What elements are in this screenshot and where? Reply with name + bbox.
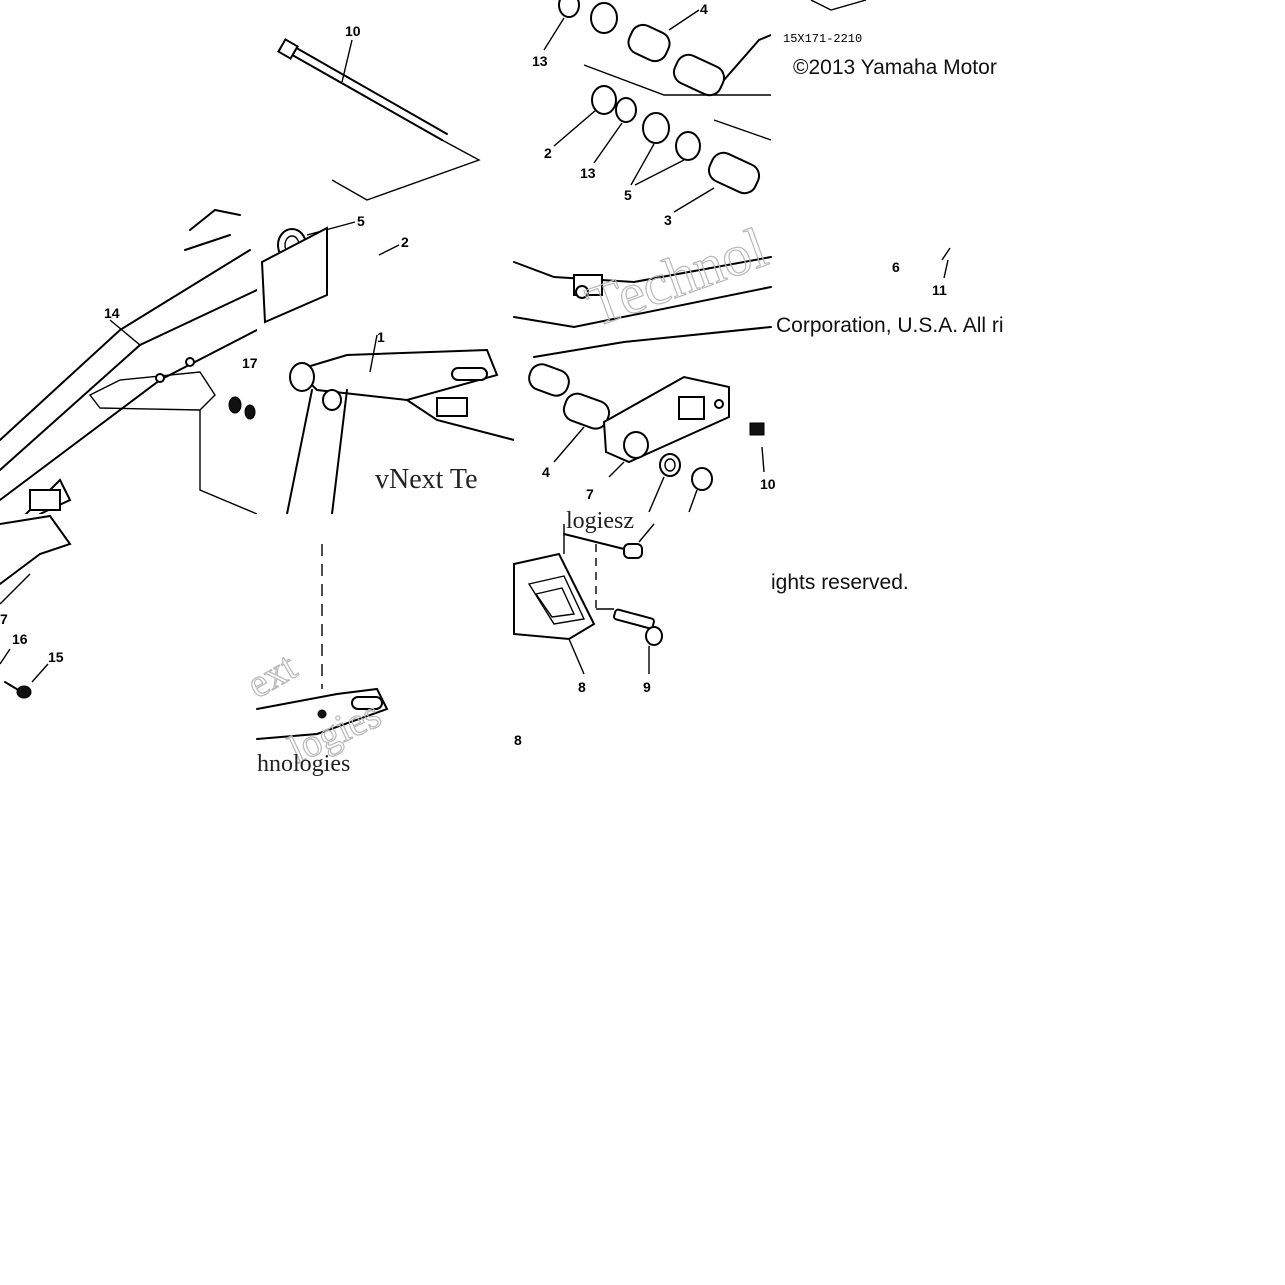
callout-4a: 4 — [700, 1, 708, 17]
callout-3: 3 — [664, 212, 672, 228]
chain-slider-drawing: logiesz 8 9 8 — [513, 508, 663, 748]
watermark-text-6: hnologies — [257, 751, 350, 777]
link-arm-drawing: 4 7 10 Technol — [513, 214, 776, 513]
callout-10: 10 — [345, 23, 361, 39]
watermark-text-1: vNext Te — [375, 464, 478, 495]
callout-2: 2 — [401, 234, 409, 250]
callout-13a: 13 — [532, 53, 548, 69]
diagram-tile-middle-right: 4 7 10 Technol — [513, 214, 776, 514]
copyright-line-3: ights reserved. — [771, 571, 909, 594]
callout-13b: 13 — [580, 165, 596, 181]
diagram-tile-top-middle: 10 5 2 1 vNext Te — [257, 0, 515, 515]
callout-14: 14 — [104, 305, 120, 321]
callout-16: 16 — [12, 631, 28, 647]
copyright-line-1: ©2013 Yamaha Motor — [793, 56, 997, 79]
callout-7b: 7 — [0, 611, 8, 627]
drawing-code: 15X171-2210 — [783, 32, 862, 46]
callout-5: 5 — [357, 213, 365, 229]
callout-4b: 4 — [542, 464, 550, 480]
swingarm-left-drawing: 14 17 — [0, 208, 258, 521]
diagram-tile-corner: 15X171-2210 — [771, 0, 891, 50]
diagram-tile-top-right: 13 4 2 13 5 3 — [514, 0, 772, 257]
callout-5b: 5 — [624, 187, 632, 203]
diagram-tile-bottom-middle: ext logies hnologies — [238, 514, 514, 777]
callout-7: 7 — [586, 486, 594, 502]
callout-17: 17 — [242, 355, 258, 371]
copyright-line-2: Corporation, U.S.A. All ri — [776, 314, 1004, 337]
callout-10b: 10 — [760, 476, 776, 492]
diagram-tile-top-left: 14 17 — [0, 0, 258, 521]
bushings-drawing: 13 4 2 13 5 3 — [532, 0, 772, 228]
swingarm-center-drawing: 10 5 2 1 vNext Te — [260, 23, 515, 515]
callout-8: 8 — [578, 679, 586, 695]
bolt-assembly-drawing: 7 16 15 — [0, 514, 72, 699]
stray-callouts: 6 11 — [892, 247, 951, 298]
callout-8b: 8 — [514, 732, 522, 748]
callout-6: 6 — [892, 259, 900, 275]
callout-11: 11 — [932, 282, 947, 298]
chain-guide-drawing: ext logies hnologies — [238, 544, 389, 777]
watermark-text-3: logiesz — [566, 508, 634, 534]
diagram-tile-bottom-right: logiesz 8 9 8 — [513, 508, 771, 771]
callout-2b: 2 — [544, 145, 552, 161]
diagram-tile-bottom-left: 7 16 15 — [0, 514, 257, 771]
callout-1: 1 — [377, 329, 385, 345]
callout-15: 15 — [48, 649, 64, 665]
callout-9: 9 — [643, 679, 651, 695]
